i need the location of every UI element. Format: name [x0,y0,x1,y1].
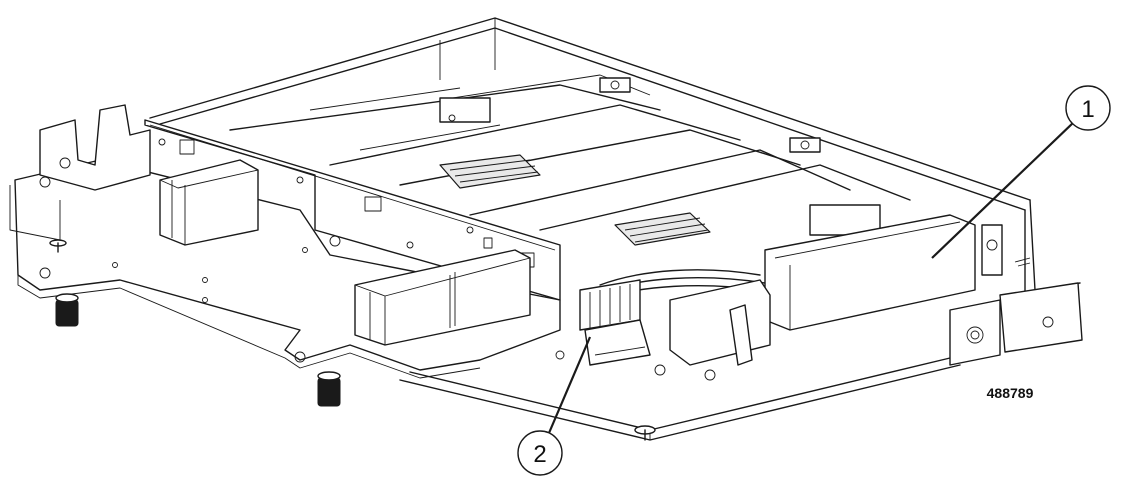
callout-2: 2 [517,336,592,476]
front-plate [144,119,561,301]
drive-bays [229,74,911,246]
connector-block-lower [354,249,531,346]
right-handle [555,214,1083,381]
foot-left [55,293,79,327]
connector-block-upper [159,159,259,246]
left-bracket [9,104,151,241]
callout-1: 1 [931,85,1111,259]
screw-front [634,425,656,441]
foot-center [317,371,341,407]
callout-2-label: 2 [533,441,546,468]
figure-id-label: 488789 [987,385,1034,401]
callout-1-label: 1 [1081,96,1094,123]
